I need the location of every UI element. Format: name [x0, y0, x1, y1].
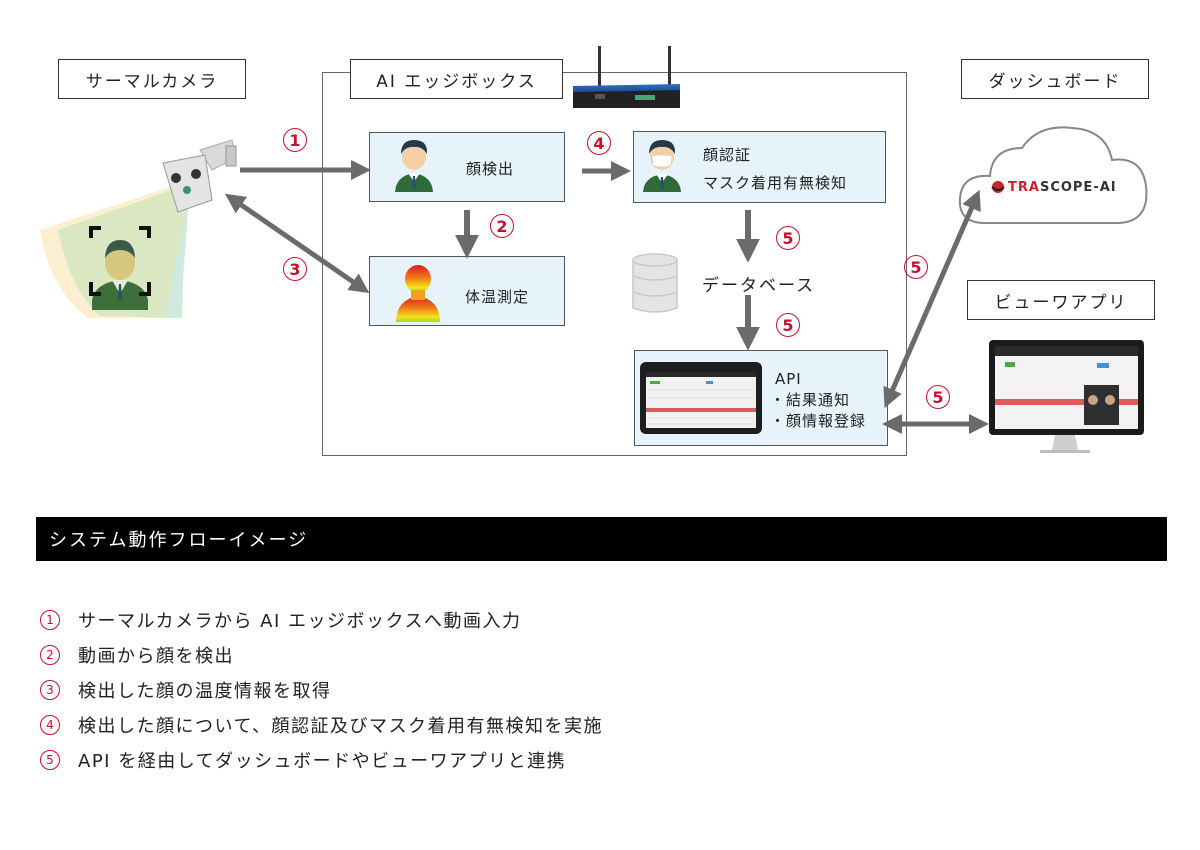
database-label: データベース	[702, 276, 816, 296]
api-tablet-mockup	[640, 362, 762, 434]
step-text: 検出した顔について、顔認証及びマスク着用有無検知を実施	[78, 715, 604, 737]
api-item-result-notification: ・結果通知	[770, 391, 851, 409]
dashboard-label: ダッシュボード	[961, 59, 1149, 99]
api-title: API	[775, 370, 802, 388]
api-item-face-registration: ・顔情報登録	[770, 412, 867, 430]
badge-step-5-db: 5	[776, 226, 800, 250]
step-text: サーマルカメラから AI エッジボックスへ動画入力	[78, 610, 522, 632]
badge-step-5-viewer: 5	[926, 385, 950, 409]
trascope-logo-mark-icon	[991, 181, 1005, 193]
body-temperature-heatmap-icon	[396, 265, 440, 322]
logo-text-dark: SCOPE-AI	[1039, 180, 1117, 195]
trascope-logo: TRASCOPE-AI	[1008, 180, 1117, 195]
arrow-3-camera-temperature	[224, 193, 370, 294]
section-title-banner: システム動作フローイメージ	[36, 517, 1167, 561]
steps-list: 1 サーマルカメラから AI エッジボックスへ動画入力 2 動画から顔を検出 3…	[40, 602, 603, 777]
face-detection-text: 顔検出	[466, 160, 515, 178]
viewer-app-monitor-icon	[989, 340, 1144, 453]
badge-step-4: 4	[587, 131, 611, 155]
diagram-graphics	[40, 46, 1148, 453]
flow-arrows	[224, 160, 989, 434]
badge-step-2: 2	[490, 214, 514, 238]
list-item: 3 検出した顔の温度情報を取得	[40, 672, 603, 707]
list-item: 4 検出した顔について、顔認証及びマスク着用有無検知を実施	[40, 707, 603, 742]
list-item: 1 サーマルカメラから AI エッジボックスへ動画入力	[40, 602, 603, 637]
step-text: 動画から顔を検出	[78, 645, 234, 667]
section-title: システム動作フローイメージ	[49, 530, 309, 551]
step-number-badge: 4	[40, 714, 60, 735]
face-recognition-text-1: 顔認証	[703, 146, 752, 164]
step-number-badge: 2	[40, 644, 60, 665]
badge-step-3: 3	[283, 257, 307, 281]
logo-text-red: TRA	[1008, 180, 1040, 195]
step-text: 検出した顔の温度情報を取得	[78, 680, 332, 702]
face-detection-frame-icon	[89, 226, 151, 296]
face-recognition-mask-person-icon	[643, 140, 681, 192]
viewer-app-label: ビューワアプリ	[967, 280, 1155, 320]
list-item: 2 動画から顔を検出	[40, 637, 603, 672]
arrow-5-api-dashboard	[883, 189, 981, 409]
thermal-camera-device-icon	[162, 139, 237, 213]
detected-person-icon	[92, 240, 148, 310]
step-text: API を経由してダッシュボードやビューワアプリと連携	[78, 750, 567, 772]
ai-edge-box-device-icon	[573, 46, 680, 108]
badge-step-5-dashboard: 5	[904, 255, 928, 279]
face-detection-person-icon	[395, 140, 433, 192]
database-icon	[632, 253, 678, 313]
thermal-camera-label: サーマルカメラ	[58, 59, 246, 99]
badge-step-1: 1	[283, 128, 307, 152]
badge-step-5-api: 5	[776, 313, 800, 337]
face-recognition-text-2: マスク着用有無検知	[703, 174, 848, 192]
step-number-badge: 3	[40, 679, 60, 700]
step-number-badge: 1	[40, 609, 60, 630]
ai-edge-box-label: AI エッジボックス	[350, 59, 563, 99]
body-temperature-text: 体温測定	[465, 288, 530, 306]
dashboard-cloud-icon	[958, 126, 1148, 224]
step-number-badge: 5	[40, 749, 60, 770]
list-item: 5 API を経由してダッシュボードやビューワアプリと連携	[40, 742, 603, 777]
